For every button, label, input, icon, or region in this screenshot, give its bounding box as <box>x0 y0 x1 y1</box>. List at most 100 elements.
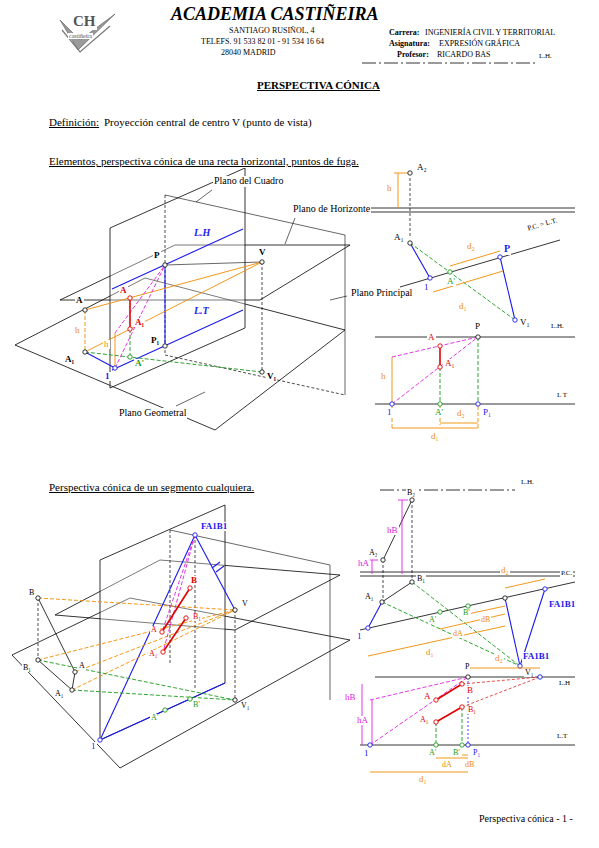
diagram-label: B₁ <box>467 706 477 714</box>
diagram-label: Proyección central de centro V (punto de… <box>103 117 313 129</box>
diagram-label: hA <box>357 559 370 568</box>
diagram-label: dB <box>480 616 491 624</box>
diagram-label: A <box>78 662 86 670</box>
diagram-label: d₁ <box>418 775 428 784</box>
diagram-label: dA <box>441 761 453 769</box>
diagram-label: B₁ <box>22 664 32 672</box>
diagram-label: L.T <box>193 306 210 317</box>
diagram-label: dB <box>464 761 475 769</box>
diagram-label: Carrera: <box>388 29 421 37</box>
diagram-label: B₁ <box>192 613 202 621</box>
diagram-label: h <box>103 340 110 349</box>
diagram-label: P <box>474 322 481 331</box>
diagram-label: A₁ <box>364 593 375 601</box>
diagram-label: ACADEMIA CASTIÑEIRA <box>170 5 380 24</box>
diagram-label: L.T <box>556 733 568 740</box>
diagram-label: A' <box>134 359 145 368</box>
diagram-label: d₁ <box>430 432 440 441</box>
diagram-label: d₂ <box>466 242 476 251</box>
diagram-label: A₁ <box>134 318 145 327</box>
diagram-label: hA <box>356 716 369 725</box>
diagram-label: V₁ <box>240 702 251 710</box>
diagram-label: 1 <box>356 632 363 641</box>
diagram-label: A₁ <box>393 233 405 242</box>
diagram-label: 1 <box>90 742 97 751</box>
diagram-label: 1 <box>386 408 393 417</box>
diagram-label: B <box>466 686 474 695</box>
diagram-label: A' <box>150 714 159 722</box>
diagram-label: A₁ <box>148 650 159 658</box>
diagram-label: A <box>119 286 128 295</box>
diagram-label: A <box>423 692 432 701</box>
diagram-label: B <box>28 589 35 597</box>
diagram-label: A <box>150 626 158 634</box>
diagram-label: L T <box>556 392 568 399</box>
diagram-label: A₂ <box>368 549 379 557</box>
diagram-label: Plano Geometral <box>118 408 187 419</box>
diagram-label: P <box>503 244 511 255</box>
diagram-label: A₁ <box>64 355 75 364</box>
diagram-label: 1 <box>363 749 370 758</box>
diagram-label: hB <box>386 526 399 535</box>
page-footer: Perspectiva cónica - 1 - <box>478 814 574 825</box>
diagram-label: h <box>386 184 393 193</box>
diagram-label: A' <box>428 749 437 757</box>
diagram-label: A₁ <box>444 359 456 368</box>
diagram-label: L.H. <box>538 53 553 60</box>
diagram-label: A' <box>446 277 456 286</box>
diagram-label: TELEFS. 91 533 82 01 - 91 534 16 64 <box>200 38 325 46</box>
diagram-label: dA <box>452 630 464 638</box>
diagram-label: L.H. <box>550 323 565 330</box>
diagram-label: Perspectiva cónica de un segmento cualqu… <box>48 482 255 494</box>
diagram-label: Elementos, perspectiva cónica de una rec… <box>48 156 360 168</box>
diagram-label: INGENIERÍA CIVIL Y TERRITORIAL <box>424 29 556 37</box>
diagram-label: 1 <box>104 372 111 381</box>
diagram-label: EXPRESIÓN GRÁFICA <box>438 40 521 48</box>
diagram-label: 1 <box>423 283 430 292</box>
diagram-label: B <box>190 576 198 585</box>
diagram-label: P₁ <box>472 749 481 757</box>
diagram-label: V₁ <box>524 669 535 677</box>
diagram-label: B₁ <box>416 575 426 583</box>
diagram-label: hB <box>344 693 357 702</box>
diagram-label: Definición: <box>48 117 100 129</box>
page-title: PERSPECTIVA CÓNICA <box>256 80 381 92</box>
diagram-label: 28040 MADRID <box>220 49 276 57</box>
diagram-label: RICARDO BAS <box>436 51 492 59</box>
diagram-label: SANTIAGO RUSIÑOL, 4 <box>228 27 316 35</box>
diagram-label: P <box>464 663 470 671</box>
diagram-label: Plano de Horizonte <box>292 204 371 215</box>
diagram-label: V <box>241 600 249 608</box>
diagram-label: A' <box>434 408 444 417</box>
diagram-label: h <box>380 372 387 381</box>
diagram-label: A₂ <box>416 163 428 172</box>
diagram-label: P₁ <box>482 408 492 417</box>
diagram-label: B' <box>452 749 461 757</box>
diagram-label: P.C. <box>560 570 573 577</box>
diagram-label: L.H <box>193 228 211 239</box>
diagram-label: A₁ <box>54 690 65 698</box>
diagram-label: d₂ <box>456 409 466 418</box>
diagram-label: Plano del Cuadro <box>213 176 284 187</box>
diagram-label: P <box>153 251 161 260</box>
diagram-label: V₁ <box>519 318 531 327</box>
diagram-label: FA1B1 <box>522 652 550 661</box>
diagram-label: A <box>75 296 84 305</box>
diagram-label: Profesor: <box>396 51 430 59</box>
diagram-label: FA1B1 <box>200 522 228 531</box>
diagram-label: A <box>427 333 436 342</box>
diagram-label: L.H <box>558 680 571 687</box>
diagram-label: h <box>74 326 81 335</box>
diagram-label: P₁ <box>150 336 160 345</box>
diagram-label: P.C. = L.T. <box>526 217 559 233</box>
diagram-label: A₁ <box>419 716 430 724</box>
diagram-label: castiñeira <box>68 33 93 39</box>
diagram-label: V₁ <box>266 372 277 381</box>
diagram-label: A' <box>428 616 437 624</box>
diagram-label: L.H. <box>520 479 535 486</box>
diagram-label: V <box>258 248 267 257</box>
diagram-label: CH <box>72 14 97 30</box>
diagram-label: B₂ <box>406 489 416 497</box>
diagram-label: Plano Principal <box>350 288 413 299</box>
